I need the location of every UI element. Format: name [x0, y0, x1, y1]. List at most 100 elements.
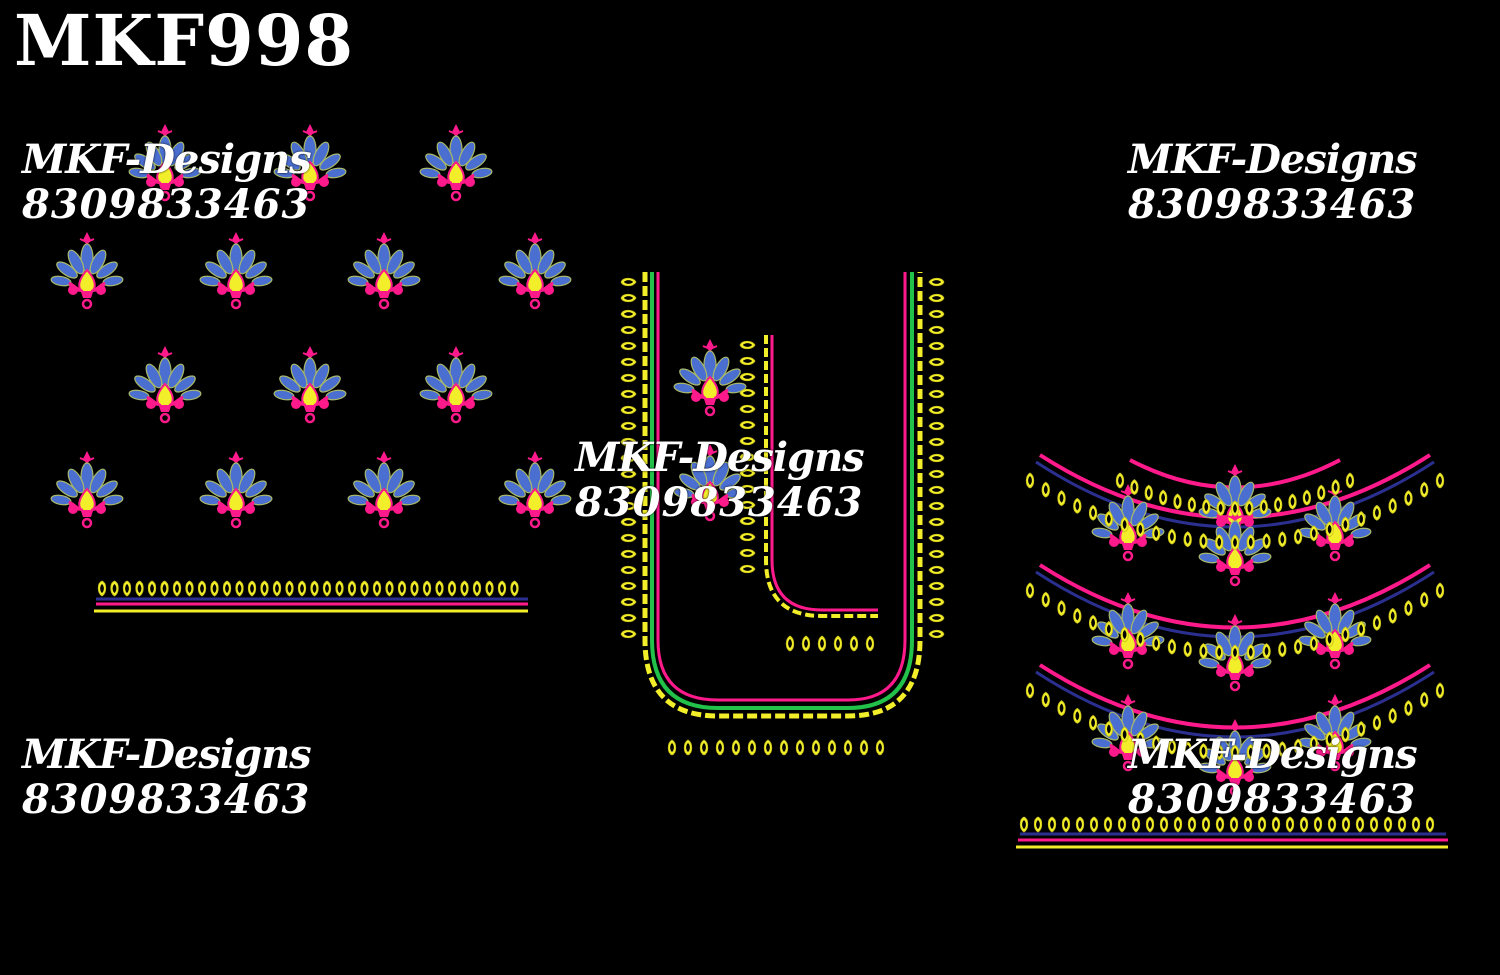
loop-stitch — [1117, 816, 1127, 833]
loop-stitch — [843, 739, 853, 756]
loop-stitch — [620, 565, 637, 575]
loop-stitch — [1019, 816, 1029, 833]
loop-stitch — [833, 635, 843, 652]
loop-stitch — [1293, 528, 1303, 545]
loop-stitch — [1088, 714, 1098, 731]
loop-stitch — [422, 580, 432, 597]
loop-stitch — [928, 533, 945, 543]
loop-stitch — [1167, 528, 1177, 545]
loop-stitch — [1230, 500, 1240, 517]
loop-stitch — [1167, 638, 1177, 655]
loop-stitch — [1288, 493, 1297, 510]
loop-stitch — [1057, 490, 1066, 507]
loop-stitch — [1372, 614, 1382, 631]
loop-stitch — [1073, 497, 1082, 514]
loop-stitch — [928, 501, 945, 511]
watermark-brand: MKF-Designs — [22, 136, 312, 183]
loop-stitch — [928, 597, 945, 607]
loop-stitch — [297, 580, 307, 597]
watermark-phone: 8309833463 — [22, 775, 311, 823]
loop-stitch — [1372, 714, 1382, 731]
loop-stitch — [1419, 691, 1429, 708]
watermark-phone: 8309833463 — [575, 478, 864, 526]
loop-stitch — [928, 565, 945, 575]
loop-stitch — [715, 739, 725, 756]
loop-stitch — [928, 581, 945, 591]
loop-stitch — [1293, 638, 1303, 655]
loop-stitch — [110, 580, 119, 597]
loop-stitch — [620, 549, 637, 559]
loop-stitch — [1173, 493, 1182, 510]
loop-stitch — [185, 580, 194, 597]
loop-stitch — [620, 533, 637, 543]
loop-stitch — [739, 420, 756, 430]
loop-stitch — [310, 580, 319, 597]
loop-stitch — [795, 739, 805, 756]
loop-stitch — [1104, 511, 1114, 528]
watermark-brand: MKF-Designs — [22, 731, 312, 778]
loop-stitch — [817, 635, 827, 652]
loop-stitch — [739, 564, 756, 574]
loop-stitch — [260, 580, 269, 597]
loop-stitch — [801, 635, 811, 652]
loop-stitch — [1187, 496, 1197, 513]
loop-stitch — [1057, 700, 1066, 717]
loop-stitch — [739, 388, 756, 398]
loop-stitch — [1325, 631, 1334, 648]
loop-stitch — [928, 341, 945, 351]
watermark-brand: MKF-Designs — [1128, 136, 1418, 183]
loop-stitch — [197, 580, 207, 597]
loop-stitch — [1356, 511, 1366, 528]
loop-stitch — [1214, 644, 1224, 661]
loop-stitch — [322, 580, 332, 597]
loop-stitch — [1183, 641, 1192, 658]
watermark-bottom-right: MKF-Designs 8309833463 — [1128, 731, 1418, 823]
loop-stitch — [122, 580, 132, 597]
loop-stitch — [1341, 516, 1350, 533]
loop-stitch — [620, 581, 637, 591]
watermark-bottom-left: MKF-Designs 8309833463 — [22, 731, 312, 823]
loop-stitch — [1246, 644, 1256, 661]
watermark-phone: 8309833463 — [1128, 180, 1417, 228]
loop-stitch — [731, 739, 741, 756]
loop-stitch — [1273, 496, 1283, 513]
loop-stitch — [739, 372, 756, 382]
loop-stitch — [497, 580, 507, 597]
loop-stitch — [1425, 816, 1435, 833]
loop-stitch — [1073, 607, 1082, 624]
loop-stitch — [763, 739, 773, 756]
loop-stitch — [779, 739, 789, 756]
loop-stitch — [739, 548, 756, 558]
loop-stitch — [1388, 497, 1397, 514]
loop-stitch — [397, 580, 407, 597]
loop-stitch — [1041, 591, 1051, 608]
loop-stitch — [865, 635, 875, 652]
loop-stitch — [1057, 600, 1066, 617]
loop-stitch — [620, 629, 637, 639]
loop-stitch — [620, 341, 637, 351]
loop-stitch — [785, 635, 795, 652]
loop-stitch — [1130, 479, 1139, 496]
loop-stitch — [222, 580, 232, 597]
loop-stitch — [385, 580, 394, 597]
loop-stitch — [928, 421, 945, 431]
loop-stitch — [928, 485, 945, 495]
loop-stitch — [1245, 500, 1254, 517]
watermark-brand: MKF-Designs — [1128, 731, 1418, 778]
loop-stitch — [1435, 682, 1445, 699]
loop-stitch — [160, 580, 169, 597]
loop-stitch — [1033, 816, 1043, 833]
loop-stitch — [1202, 498, 1211, 515]
loop-stitch — [1435, 472, 1445, 489]
loop-stitch — [699, 739, 709, 756]
loop-stitch — [1089, 816, 1099, 833]
loop-stitch — [928, 277, 945, 287]
loop-stitch — [1047, 816, 1057, 833]
loop-stitch — [1088, 504, 1098, 521]
loop-stitch — [1151, 635, 1161, 652]
loop-stitch — [1388, 607, 1397, 624]
loop-stitch — [739, 340, 756, 350]
loop-stitch — [1061, 816, 1071, 833]
loop-stitch — [1345, 472, 1355, 489]
